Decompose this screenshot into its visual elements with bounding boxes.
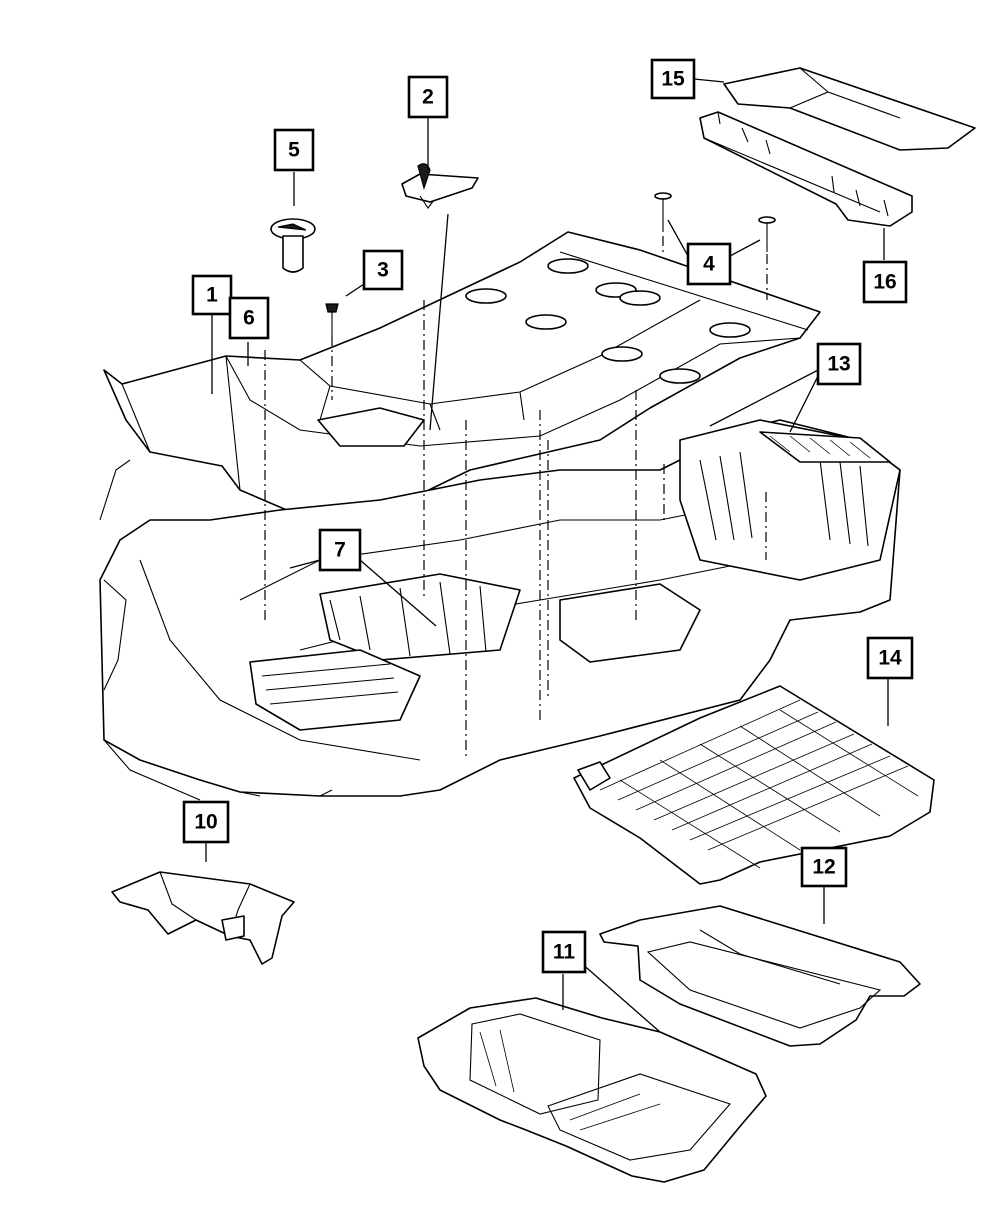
callout-15-label: 15 — [661, 68, 685, 91]
callout-12: 12 — [800, 846, 848, 888]
part-15-cover-panel — [723, 67, 976, 151]
part-12-storage-bin — [599, 905, 921, 1047]
callout-10-label: 10 — [194, 811, 217, 834]
callout-14: 14 — [866, 636, 914, 680]
callout-4-label: 4 — [703, 253, 715, 276]
part-3-screw — [325, 303, 339, 336]
assembly-centerlines — [264, 236, 768, 760]
callout-3-label: 3 — [377, 259, 389, 282]
callout-15: 15 — [650, 58, 696, 100]
part-5-push-pin — [270, 218, 316, 273]
callout-7-label: 7 — [334, 539, 346, 562]
callout-1: 1 — [191, 274, 233, 316]
part-16-bracket — [699, 111, 913, 227]
callout-13: 13 — [816, 342, 862, 386]
part-10-reinforcement — [111, 871, 295, 965]
callout-14-label: 14 — [878, 647, 902, 670]
body-floor-structure — [99, 419, 901, 801]
leader-lines — [205, 78, 889, 1033]
part-11-storage-bin — [417, 997, 767, 1183]
callout-5: 5 — [273, 128, 315, 172]
part-1-floor-pan — [103, 231, 821, 531]
part-2-clip — [401, 163, 479, 209]
callout-7: 7 — [318, 528, 362, 572]
callout-16-label: 16 — [873, 271, 896, 294]
callout-16: 16 — [862, 260, 908, 304]
callout-12-label: 12 — [812, 856, 835, 879]
callout-1-label: 1 — [206, 284, 218, 307]
callout-13-label: 13 — [827, 353, 850, 376]
callout-11: 11 — [541, 930, 587, 974]
callout-3: 3 — [362, 249, 404, 291]
callout-6: 6 — [228, 296, 270, 340]
callout-10: 10 — [182, 800, 230, 844]
callout-4: 4 — [686, 242, 732, 286]
callout-2-label: 2 — [422, 86, 434, 109]
callout-2: 2 — [407, 75, 449, 119]
part-4-screws — [654, 192, 776, 252]
callout-6-label: 6 — [243, 307, 255, 330]
callout-5-label: 5 — [288, 139, 300, 162]
callout-11-label: 11 — [553, 941, 576, 964]
